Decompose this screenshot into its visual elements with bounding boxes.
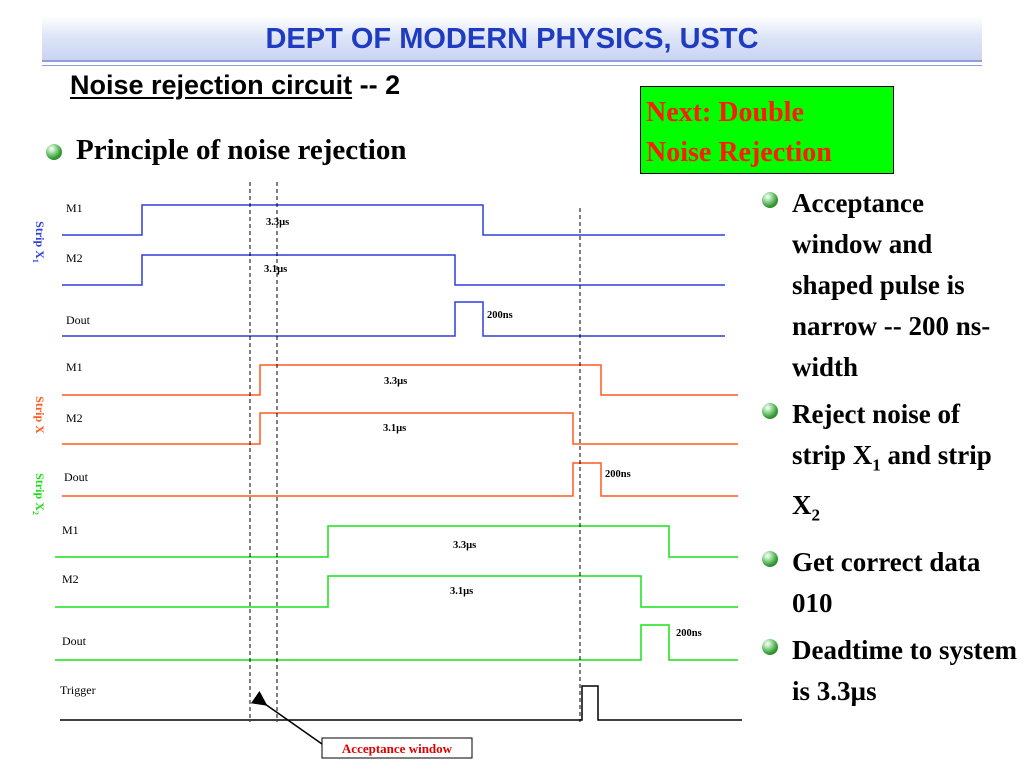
strip-group-label: Strip X2 xyxy=(31,473,47,515)
slide-title: Noise rejection circuit -- 2 xyxy=(70,70,400,101)
list-item: Acceptance window and shaped pulse is na… xyxy=(760,183,1020,388)
waveform-dout xyxy=(55,624,738,661)
waveform-trigger xyxy=(60,685,742,721)
acceptance-window-box xyxy=(321,737,473,759)
bullet-text: Acceptance window and shaped pulse is na… xyxy=(792,188,991,382)
subheading: Principle of noise rejection xyxy=(76,134,407,166)
bullet-text: Deadtime to system is 3.3µs xyxy=(792,634,1017,706)
signal-name: M2 xyxy=(62,572,79,586)
waveform-dout xyxy=(62,301,725,337)
waveform-m2 xyxy=(55,575,738,608)
waveform-m1 xyxy=(55,525,738,558)
list-item: Reject noise of strip X1 and strip X2 xyxy=(760,394,1020,536)
signal-name: Dout xyxy=(64,470,89,484)
strip-group-label: Strip X xyxy=(33,396,47,434)
bullet-text-part: Reject noise of strip X xyxy=(792,399,960,470)
bullet-icon xyxy=(762,192,778,208)
waveform-m1 xyxy=(62,364,738,396)
bullet-list: Acceptance window and shaped pulse is na… xyxy=(760,183,1020,718)
pulse-width-label: 3.1µs xyxy=(264,264,287,275)
strip-group-label: Strip X1 xyxy=(31,221,47,263)
bullet-text-part: and strip X xyxy=(792,440,992,521)
subscript: 1 xyxy=(872,455,881,475)
bullet-icon xyxy=(762,403,778,419)
bullet-text: Reject noise of strip X1 and strip X2 xyxy=(792,394,1020,536)
header-rule xyxy=(42,65,982,66)
bullet-icon xyxy=(762,550,778,567)
banner-title: DEPT OF MODERN PHYSICS, USTC xyxy=(265,23,759,55)
signal-name: M1 xyxy=(66,360,83,374)
slide-title-main: Noise rejection circuit xyxy=(70,70,353,100)
bullet-icon xyxy=(46,144,62,160)
header-banner: DEPT OF MODERN PHYSICS, USTC xyxy=(42,16,982,62)
signal-name: Trigger xyxy=(60,683,96,697)
pulse-width-label: 3.3µs xyxy=(266,217,289,228)
list-item: Deadtime to system is 3.3µs xyxy=(760,630,1020,712)
pointer-arrow-icon xyxy=(250,690,323,745)
waveform-m2 xyxy=(62,254,725,286)
callout-line-1: Next: Double xyxy=(646,97,804,128)
pulse-width-label: 3.1µs xyxy=(450,586,473,597)
subscript: 2 xyxy=(811,505,821,525)
pulse-width-label: 3.1µs xyxy=(383,423,406,434)
waveform-dout xyxy=(62,462,738,497)
pulse-width-label: 3.3µs xyxy=(453,540,476,551)
waveform-m1 xyxy=(62,204,725,236)
next-topic-callout: Next: Double Noise Rejection xyxy=(640,86,894,174)
signal-name: M1 xyxy=(66,201,83,215)
callout-line-2: Noise Rejection xyxy=(646,137,832,168)
signal-name: Dout xyxy=(62,634,87,648)
signal-name: Dout xyxy=(66,313,91,327)
signal-name: M1 xyxy=(62,523,79,537)
acceptance-window-label: Acceptance window xyxy=(342,741,453,756)
list-item: Get correct data 010 xyxy=(760,542,1020,624)
slide-title-suffix: -- 2 xyxy=(352,70,401,100)
pulse-width-label: 200ns xyxy=(605,469,631,480)
signal-name: M2 xyxy=(66,251,83,265)
bullet-icon xyxy=(762,638,778,655)
pulse-width-label: 200ns xyxy=(487,310,513,321)
pulse-width-label: 3.3µs xyxy=(384,376,407,387)
signal-name: M2 xyxy=(66,411,83,425)
bullet-text: Get correct data 010 xyxy=(792,546,981,618)
pulse-width-label: 200ns xyxy=(676,628,702,639)
waveform-m2 xyxy=(62,412,738,445)
